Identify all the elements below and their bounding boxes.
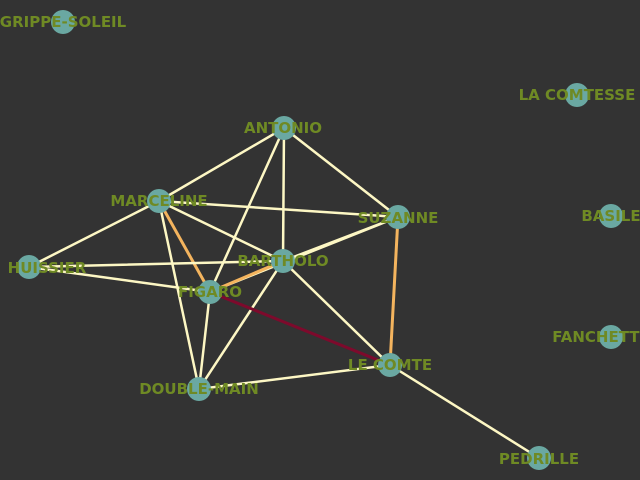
node-label-le-comte: LE COMTE xyxy=(348,356,432,374)
edge-antonio-marceline xyxy=(157,126,286,203)
edge-marceline-huissier xyxy=(27,199,161,269)
edge-figaro-double-main xyxy=(197,290,212,391)
node-circle-fanchette[interactable] xyxy=(599,325,623,349)
node-fanchette[interactable]: FANCHETTE xyxy=(552,325,640,349)
node-circle-bartholo[interactable] xyxy=(271,249,295,273)
edge-antonio-figaro xyxy=(208,126,286,294)
node-antonio[interactable]: ANTONIO xyxy=(244,116,322,140)
node-circle-antonio[interactable] xyxy=(272,116,296,140)
node-circle-basile[interactable] xyxy=(599,204,623,228)
node-figaro[interactable]: FIGARO xyxy=(178,280,242,304)
node-circle-figaro[interactable] xyxy=(198,280,222,304)
edge-marceline-suzanne xyxy=(157,199,400,219)
node-suzanne[interactable]: SUZANNE xyxy=(358,205,439,229)
node-circle-marceline[interactable] xyxy=(147,189,171,213)
node-circle-huissier[interactable] xyxy=(17,255,41,279)
node-circle-le-comte[interactable] xyxy=(378,353,402,377)
node-circle-suzanne[interactable] xyxy=(386,205,410,229)
edge-marceline-bartholo xyxy=(157,199,285,263)
node-label-bartholo: BARTHOLO xyxy=(237,252,328,270)
edge-marceline-figaro xyxy=(157,199,212,294)
node-double-main[interactable]: DOUBLE-MAIN xyxy=(139,377,259,401)
node-label-suzanne: SUZANNE xyxy=(358,209,439,227)
edge-marceline-double-main xyxy=(157,199,201,391)
node-layer: GRIPPE-SOLEIL LA COMTESSE ANTONIO MARCELINE… xyxy=(0,10,640,470)
edge-bartholo-figaro xyxy=(208,259,285,294)
node-circle-la-comtesse[interactable] xyxy=(565,83,589,107)
edge-bartholo-double-main xyxy=(197,259,285,391)
node-circle-grippe-soleil[interactable] xyxy=(51,10,75,34)
node-bartholo[interactable]: BARTHOLO xyxy=(237,249,329,273)
edge-huissier-figaro xyxy=(27,265,212,294)
node-circle-double-main[interactable] xyxy=(187,377,211,401)
node-la-comtesse[interactable]: LA COMTESSE xyxy=(519,83,636,107)
edge-figaro-le-comte xyxy=(208,290,392,367)
node-label-double-main: DOUBLE-MAIN xyxy=(139,380,259,398)
edge-le-comte-double-main xyxy=(197,363,392,391)
node-le-comte[interactable]: LE COMTE xyxy=(348,353,432,377)
node-label-basile: BASILE xyxy=(581,207,640,225)
node-label-antonio: ANTONIO xyxy=(244,119,322,137)
node-label-figaro: FIGARO xyxy=(178,283,242,301)
node-label-marceline: MARCELINE xyxy=(110,192,207,210)
node-label-huissier: HUISSIER xyxy=(8,259,87,277)
edge-antonio-suzanne xyxy=(282,126,400,219)
node-label-fanchette: FANCHETTE xyxy=(552,328,640,346)
node-basile[interactable]: BASILE xyxy=(581,204,640,228)
node-grippe-soleil[interactable]: GRIPPE-SOLEIL xyxy=(0,10,127,34)
node-circle-pedrille[interactable] xyxy=(527,446,551,470)
edge-huissier-bartholo xyxy=(27,259,285,269)
edge-layer xyxy=(27,126,541,460)
edge-antonio-bartholo xyxy=(281,126,286,263)
node-label-grippe-soleil: GRIPPE-SOLEIL xyxy=(0,13,127,31)
edge-suzanne-le-comte xyxy=(388,215,400,367)
edge-bartholo-le-comte xyxy=(281,259,392,367)
node-marceline[interactable]: MARCELINE xyxy=(110,189,208,213)
node-pedrille[interactable]: PEDRILLE xyxy=(499,446,579,470)
node-label-pedrille: PEDRILLE xyxy=(499,450,579,468)
node-label-la-comtesse: LA COMTESSE xyxy=(519,86,636,104)
node-huissier[interactable]: HUISSIER xyxy=(8,255,87,279)
edge-le-comte-pedrille xyxy=(388,363,541,460)
